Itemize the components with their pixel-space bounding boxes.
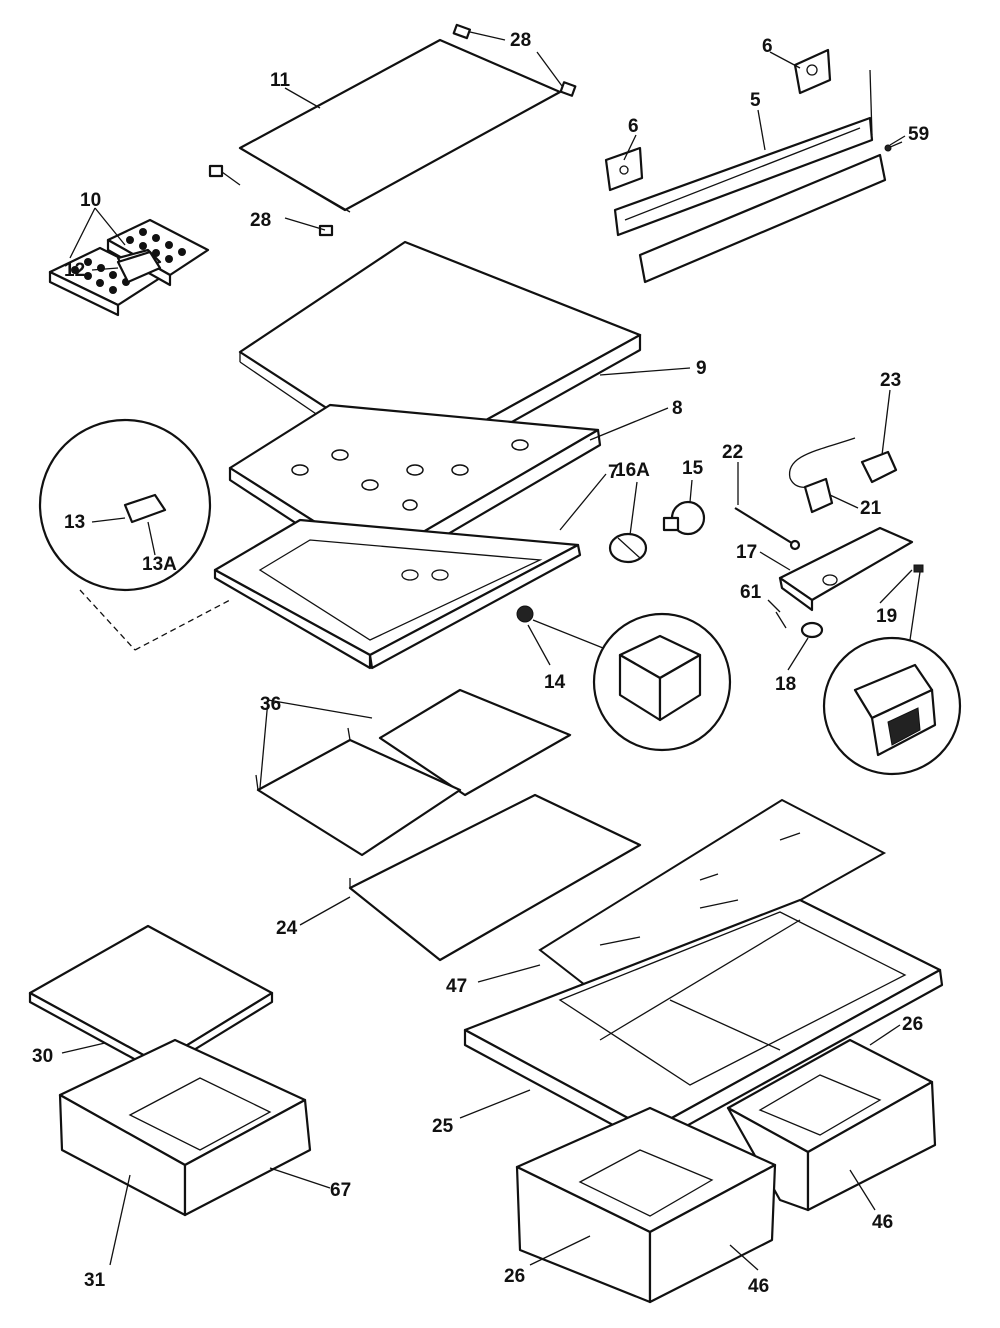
callout-19: 19 <box>876 606 897 627</box>
leader-lines <box>61 31 913 1271</box>
callout-6: 6 <box>762 36 773 57</box>
drawer-26-bottom <box>515 1106 777 1304</box>
callout-23: 23 <box>880 370 901 391</box>
callout-22: 22 <box>722 442 743 463</box>
crisper-31 <box>58 1038 312 1217</box>
callout-5: 5 <box>750 90 761 111</box>
callout-25: 25 <box>432 1116 454 1137</box>
housing-17 <box>778 526 914 612</box>
callout-17: 17 <box>736 542 757 563</box>
callout-11: 11 <box>270 70 291 91</box>
knob-18 <box>800 621 824 639</box>
tray-7 <box>213 518 582 670</box>
screw-59 <box>884 141 903 152</box>
callout-10: 10 <box>80 190 101 211</box>
callout-28: 28 <box>510 30 531 51</box>
callout-46: 46 <box>748 1276 769 1297</box>
callout-13a: 13A <box>142 554 177 575</box>
detail-circle-14 <box>592 612 732 752</box>
control-23 <box>789 437 898 488</box>
callout-15: 15 <box>682 458 704 479</box>
callout-16a: 16A <box>615 460 650 481</box>
drawer-26-right <box>726 1038 937 1212</box>
bracket-6-lower <box>604 146 644 192</box>
callout-14: 14 <box>544 672 566 693</box>
rail-5 <box>613 69 887 284</box>
callout-21: 21 <box>860 498 882 519</box>
egg-trays-10 <box>48 218 210 317</box>
callout-26: 26 <box>902 1014 923 1035</box>
callout-59: 59 <box>908 124 929 145</box>
callout-36: 36 <box>260 694 281 715</box>
half-shelves-36 <box>255 688 572 857</box>
callout-30: 30 <box>32 1046 53 1067</box>
callout-46: 46 <box>872 1212 893 1233</box>
socket-16a <box>608 532 648 564</box>
callout-6: 6 <box>628 116 639 137</box>
detail-circle-19 <box>822 636 962 776</box>
callout-24: 24 <box>276 918 298 939</box>
bracket-6-upper <box>793 48 832 95</box>
screw-61 <box>775 611 787 629</box>
callout-31: 31 <box>84 1270 106 1291</box>
callout-26: 26 <box>504 1266 525 1287</box>
wire-shelf-11 <box>238 38 562 213</box>
part-21 <box>803 477 834 514</box>
cover-30 <box>28 924 274 1074</box>
callout-18: 18 <box>775 674 796 695</box>
callout-28: 28 <box>250 210 271 231</box>
callout-labels: 11 28 28 10 6 5 6 59 9 8 7 23 12 13 13A … <box>32 30 929 1297</box>
callout-47: 47 <box>446 976 467 997</box>
frame-25 <box>463 898 944 1147</box>
light-socket-14 <box>516 605 609 651</box>
shelf-24 <box>348 793 642 962</box>
switch-19 <box>909 564 924 641</box>
callout-13: 13 <box>64 512 85 533</box>
callout-67: 67 <box>330 1180 351 1201</box>
detail-circle-12-13 <box>38 248 231 651</box>
bulb-15 <box>662 500 706 536</box>
callout-7: 7 <box>608 462 619 483</box>
callout-12: 12 <box>64 260 85 281</box>
callout-61: 61 <box>740 582 762 603</box>
callout-9: 9 <box>696 358 707 379</box>
callout-8: 8 <box>672 398 683 419</box>
rod-22 <box>734 507 801 551</box>
shelf-supports-28 <box>208 23 577 237</box>
